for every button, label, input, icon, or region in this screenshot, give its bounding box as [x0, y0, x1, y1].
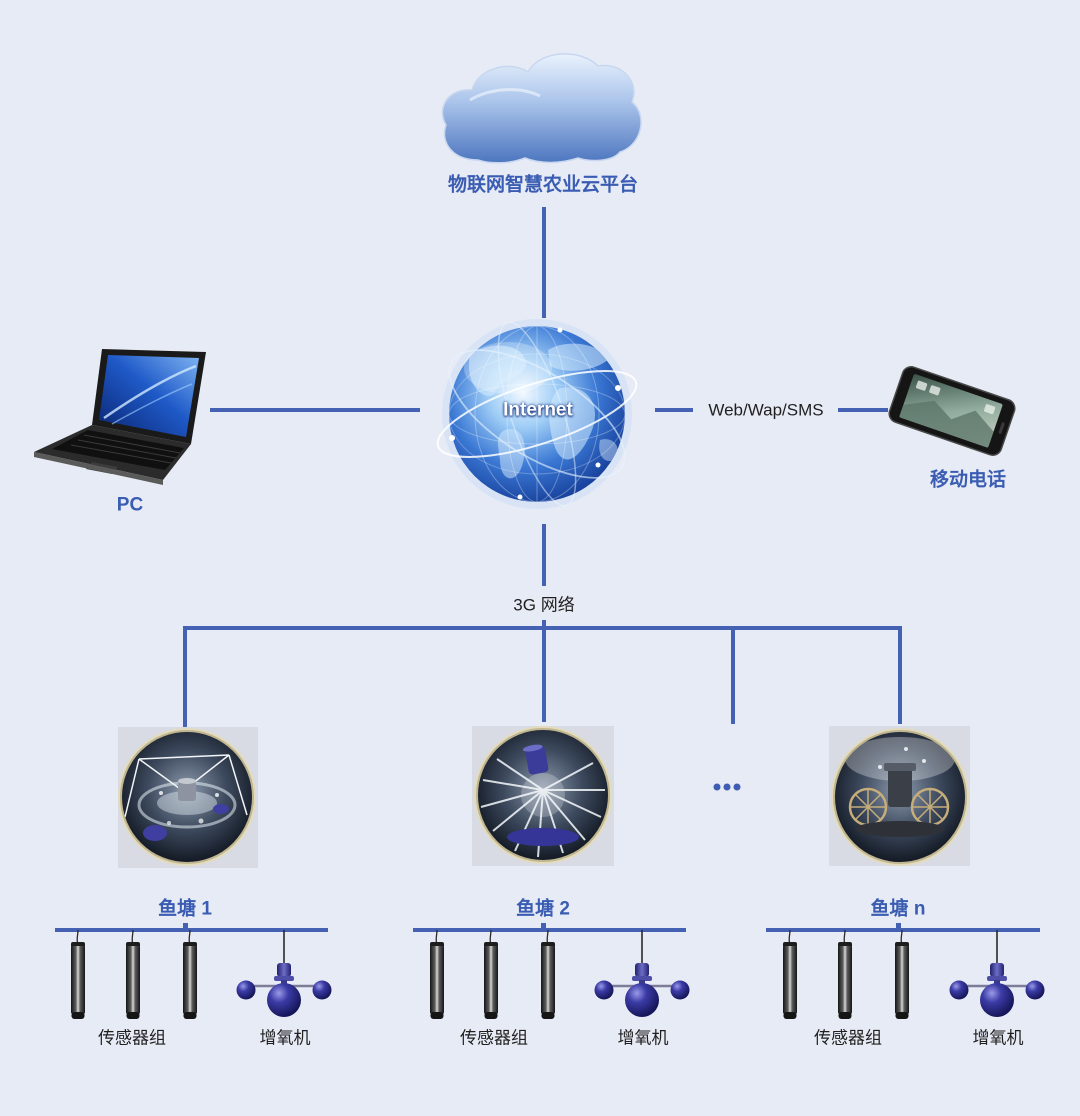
cloud-icon — [441, 53, 642, 164]
pond-n-sensor-group-label: 传感器组 — [814, 1028, 882, 1048]
aerator-icon — [593, 928, 691, 1019]
cloud-platform-label: 物联网智慧农业云平台 — [447, 174, 639, 196]
water-quality-sensor-icon — [70, 929, 86, 1020]
internet-label: Internet — [503, 399, 573, 421]
pc-label: PC — [116, 494, 144, 516]
globe-icon — [436, 319, 638, 509]
water-quality-sensor-icon — [782, 929, 798, 1020]
water-quality-sensor-icon — [837, 929, 853, 1020]
water-quality-sensor-icon — [182, 929, 198, 1020]
water-quality-sensor-icon — [125, 929, 141, 1020]
pond-1-aerator-label: 增氧机 — [259, 1028, 311, 1048]
pond-n-label-connector — [896, 923, 901, 929]
laptop-icon — [34, 349, 206, 485]
pond-2-aerator-label: 增氧机 — [617, 1028, 669, 1048]
water-quality-sensor-icon — [429, 929, 445, 1020]
spray-aerator-photo — [472, 726, 614, 866]
pond-n-aerator-label: 增氧机 — [972, 1028, 1024, 1048]
pond-2-label-connector — [541, 923, 546, 929]
pond-1-label-connector — [183, 923, 188, 929]
pond-1-sensor-group-label: 传感器组 — [98, 1028, 166, 1048]
network-link-label: 3G 网络 — [513, 595, 575, 615]
pond-n-label: 鱼塘 n — [870, 898, 926, 920]
smartphone-icon — [888, 366, 1016, 456]
water-quality-sensor-icon — [894, 929, 910, 1020]
mobile-link-label: Web/Wap/SMS — [708, 400, 824, 420]
aerator-icon — [235, 928, 333, 1019]
mobile-phone-label: 移动电话 — [929, 469, 1007, 491]
aerator-icon — [948, 928, 1046, 1019]
pond-2-sensor-group-label: 传感器组 — [460, 1028, 528, 1048]
water-quality-sensor-icon — [540, 929, 556, 1020]
pond-2-label: 鱼塘 2 — [516, 898, 570, 920]
ellipsis-icon — [713, 783, 741, 791]
paddlewheel-aerator-photo — [829, 726, 970, 866]
water-quality-sensor-icon — [483, 929, 499, 1020]
impeller-aerator-photo — [118, 727, 258, 868]
pond-1-label: 鱼塘 1 — [158, 898, 212, 920]
